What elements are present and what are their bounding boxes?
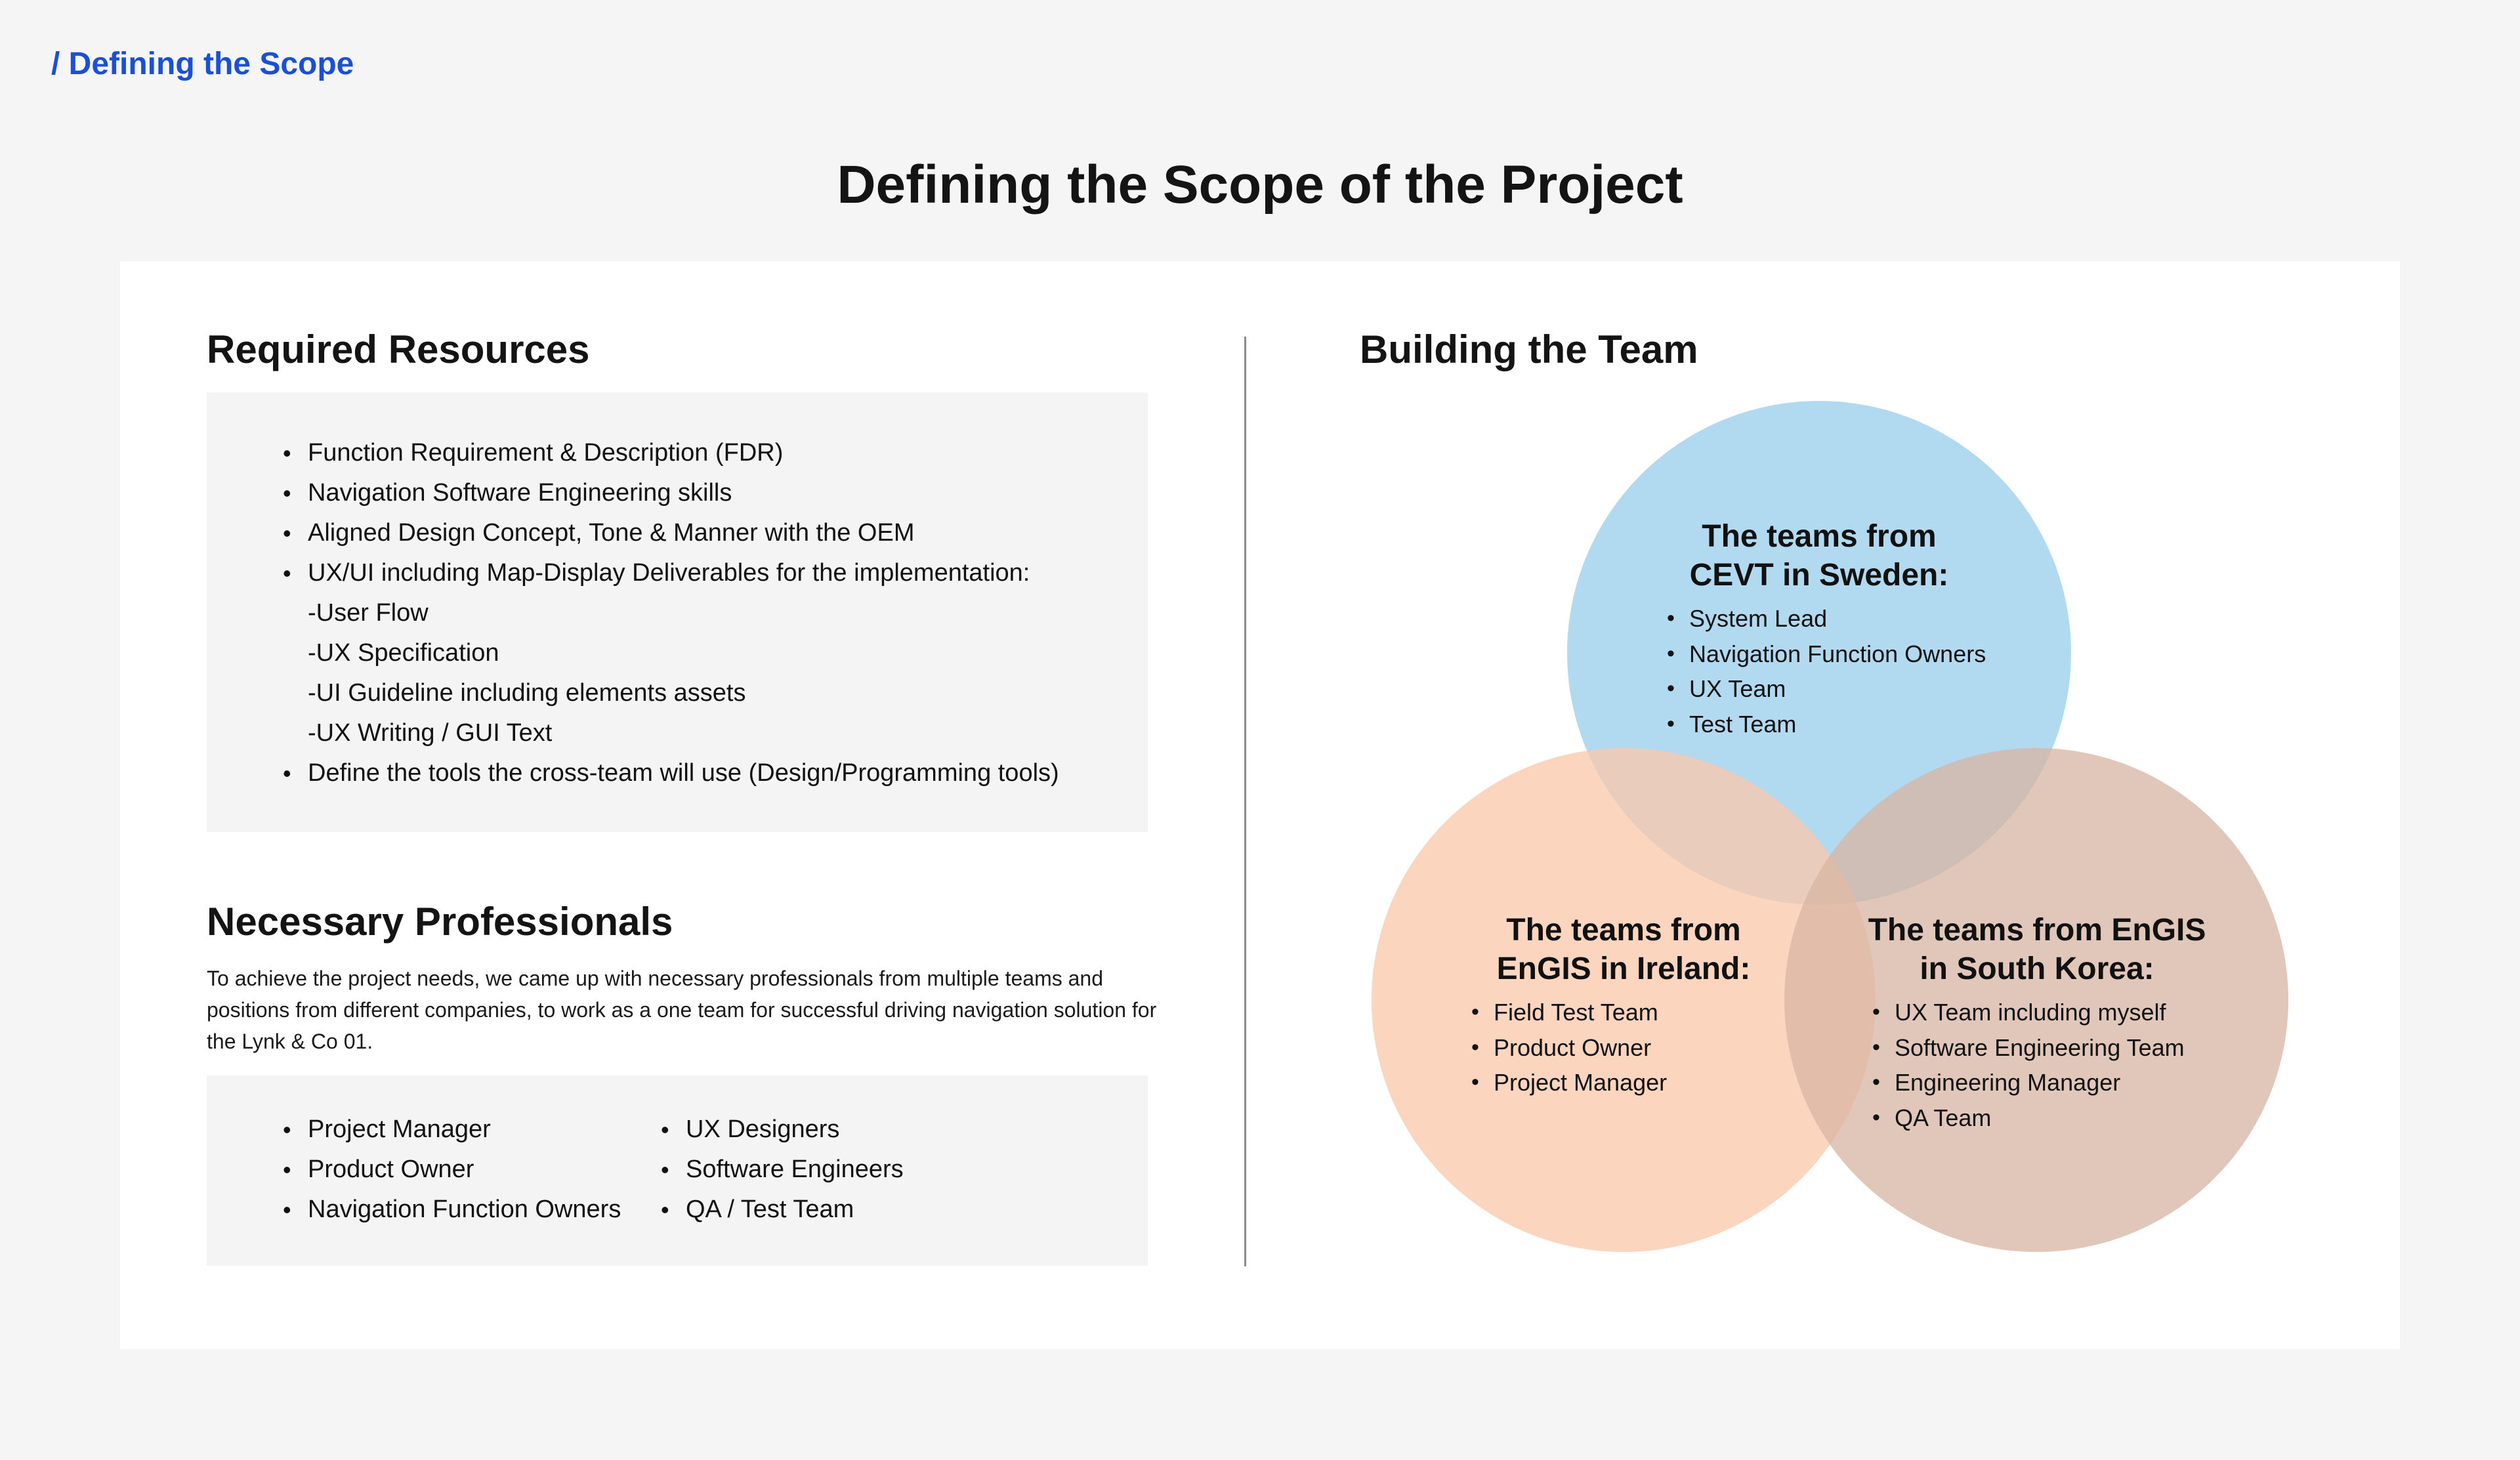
required-resources-box: Function Requirement & Description (FDR)…	[207, 392, 1148, 832]
vertical-divider	[1244, 337, 1246, 1266]
professional-item: Project Manager	[283, 1110, 621, 1150]
necessary-professionals-description: To achieve the project needs, we came up…	[207, 967, 1157, 1053]
venn-diagram	[1372, 401, 2288, 1252]
building-team-title: Building the Team	[1360, 327, 1698, 371]
team-member-item: Test Team	[1667, 707, 2016, 742]
professionals-list-left: Project ManagerProduct OwnerNavigation F…	[283, 1110, 621, 1230]
team-member-item: Field Test Team	[1471, 995, 1820, 1030]
professional-item: Product Owner	[283, 1150, 621, 1190]
required-resources-title: Required Resources	[207, 327, 590, 371]
team-member-item: Software Engineering Team	[1872, 1030, 2260, 1066]
content-card: Required Resources Function Requirement …	[120, 261, 2400, 1349]
team-member-item: System Lead	[1667, 601, 2016, 636]
resource-item: Function Requirement & Description (FDR)	[283, 433, 1059, 473]
resource-item: Define the tools the cross-team will use…	[283, 753, 1059, 793]
professional-item: Navigation Function Owners	[283, 1190, 621, 1230]
team-member-item: Engineering Manager	[1872, 1065, 2260, 1100]
resource-item: Aligned Design Concept, Tone & Manner wi…	[283, 513, 1059, 553]
professional-item: QA / Test Team	[661, 1190, 904, 1230]
professionals-box: Project ManagerProduct OwnerNavigation F…	[207, 1075, 1148, 1266]
team-member-item: Navigation Function Owners	[1667, 636, 2016, 672]
resource-item: -UX Specification	[308, 639, 499, 667]
team-member-item: QA Team	[1872, 1100, 2260, 1136]
korea-members: UX Team including myselfSoftware Enginee…	[1872, 995, 2260, 1136]
team-member-item: Project Manager	[1471, 1065, 1820, 1100]
resource-item: -User Flow	[308, 599, 429, 627]
page-title: Defining the Scope of the Project	[837, 155, 1683, 215]
resource-item: UX/UI including Map-Display Deliverables…	[283, 553, 1059, 593]
professional-item: UX Designers	[661, 1110, 904, 1150]
resource-item: -UX Writing / GUI Text	[308, 719, 553, 747]
resource-item: -UI Guideline including elements assets	[308, 679, 746, 707]
required-resources-list: Function Requirement & Description (FDR)…	[283, 433, 1059, 793]
breadcrumb[interactable]: / Defining the Scope	[51, 47, 354, 81]
professionals-list-right: UX DesignersSoftware EngineersQA / Test …	[661, 1110, 904, 1230]
team-member-item: UX Team including myself	[1872, 995, 2260, 1030]
resource-item: Navigation Software Engineering skills	[283, 473, 1059, 513]
ireland-members: Field Test TeamProduct OwnerProject Mana…	[1471, 995, 1820, 1100]
sweden-members: System LeadNavigation Function OwnersUX …	[1667, 601, 2016, 742]
professional-item: Software Engineers	[661, 1150, 904, 1190]
necessary-professionals-title: Necessary Professionals	[207, 900, 673, 944]
team-member-item: Product Owner	[1471, 1030, 1820, 1066]
team-member-item: UX Team	[1667, 671, 2016, 707]
